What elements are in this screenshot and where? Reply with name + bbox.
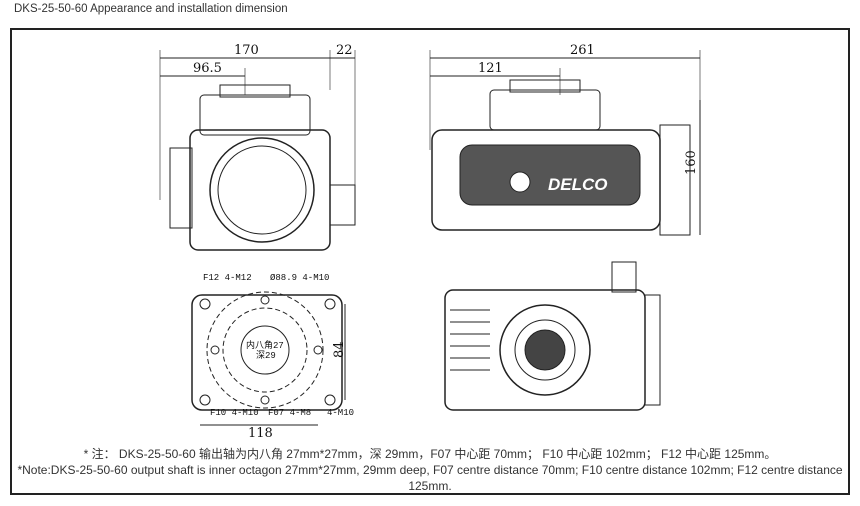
side-view: 261 121 160 DELCO: [429, 43, 701, 236]
label-octagon: 内八角27: [246, 339, 284, 351]
rear-view: [444, 261, 661, 411]
dim-170: 170: [234, 43, 259, 58]
front-view: 170 96.5 22: [159, 43, 356, 251]
dim-96-5: 96.5: [193, 61, 222, 76]
dim-121: 121: [478, 61, 503, 76]
page-title: DKS-25-50-60 Appearance and installation…: [14, 3, 288, 15]
label-f12: F12 4-M12: [203, 273, 252, 283]
label-f07: F07 4-M8: [268, 408, 311, 418]
flange-view: 84 118 F12 4-M12 Ø88.9 4-M10 F10 4-M10 F…: [191, 273, 354, 441]
drawing-frame: [10, 28, 850, 495]
dim-160: 160: [684, 150, 699, 175]
label-m10: 4-M10: [327, 408, 354, 418]
note-chinese: * 注： DKS-25-50-60 输出轴为内八角 27mm*27mm，深 29…: [83, 447, 777, 461]
label-f10: F10 4-M10: [210, 408, 259, 418]
note-english: *Note:DKS-25-50-60 output shaft is inner…: [17, 463, 843, 493]
dim-84: 84: [332, 341, 347, 358]
dim-118: 118: [248, 426, 273, 441]
label-depth: 深29: [256, 350, 276, 361]
label-pcd: Ø88.9 4-M10: [270, 273, 329, 283]
dim-261: 261: [570, 43, 595, 58]
brand-logo: DELCO: [548, 175, 608, 194]
dim-22: 22: [336, 43, 353, 58]
